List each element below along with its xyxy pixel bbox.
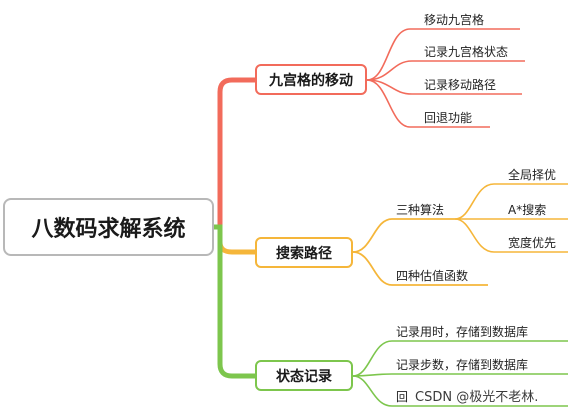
leaf-breadth-first[interactable]: 宽度优先 — [508, 236, 557, 250]
link-green-2 — [352, 373, 568, 377]
link-red-3 — [366, 79, 522, 95]
watermark-text: CSDN @极光不老林. — [415, 386, 539, 405]
link-root-green — [211, 224, 258, 379]
link-yellow-eval — [352, 251, 488, 286]
link-green-1 — [352, 340, 568, 377]
leaf-record-move-path[interactable]: 记录移动路径 — [424, 78, 497, 92]
leaf-undo-function[interactable]: 回退功能 — [424, 111, 473, 125]
node-three-algorithms[interactable]: 三种算法 — [396, 203, 445, 217]
link-red-4 — [366, 79, 490, 128]
link-red-2 — [366, 60, 525, 81]
leaf-record-time[interactable]: 记录用时，存储到数据库 — [396, 325, 529, 339]
root-node[interactable]: 八数码求解系统 — [3, 198, 214, 256]
leaf-a-star-search[interactable]: A*搜索 — [508, 203, 547, 217]
branch-node-grid-move[interactable]: 九宫格的移动 — [255, 64, 367, 95]
link-algo-1 — [454, 183, 568, 220]
branch-node-search-path[interactable]: 搜索路径 — [255, 237, 353, 268]
link-yellow-algos — [352, 218, 455, 253]
leaf-record-steps[interactable]: 记录步数，存储到数据库 — [396, 358, 529, 372]
link-algo-3 — [454, 218, 568, 253]
link-red-1 — [366, 28, 520, 81]
leaf-move-grid[interactable]: 移动九宫格 — [424, 13, 485, 27]
leaf-four-eval-functions[interactable]: 四种估值函数 — [396, 269, 469, 283]
leaf-global-best-first[interactable]: 全局择优 — [508, 168, 557, 182]
link-green-3 — [352, 375, 568, 407]
link-root-red — [211, 77, 258, 230]
leaf-record-grid-state[interactable]: 记录九宫格状态 — [424, 45, 509, 59]
leaf-third-record[interactable]: 回 — [396, 390, 409, 404]
branch-node-state-record[interactable]: 状态记录 — [255, 360, 353, 391]
